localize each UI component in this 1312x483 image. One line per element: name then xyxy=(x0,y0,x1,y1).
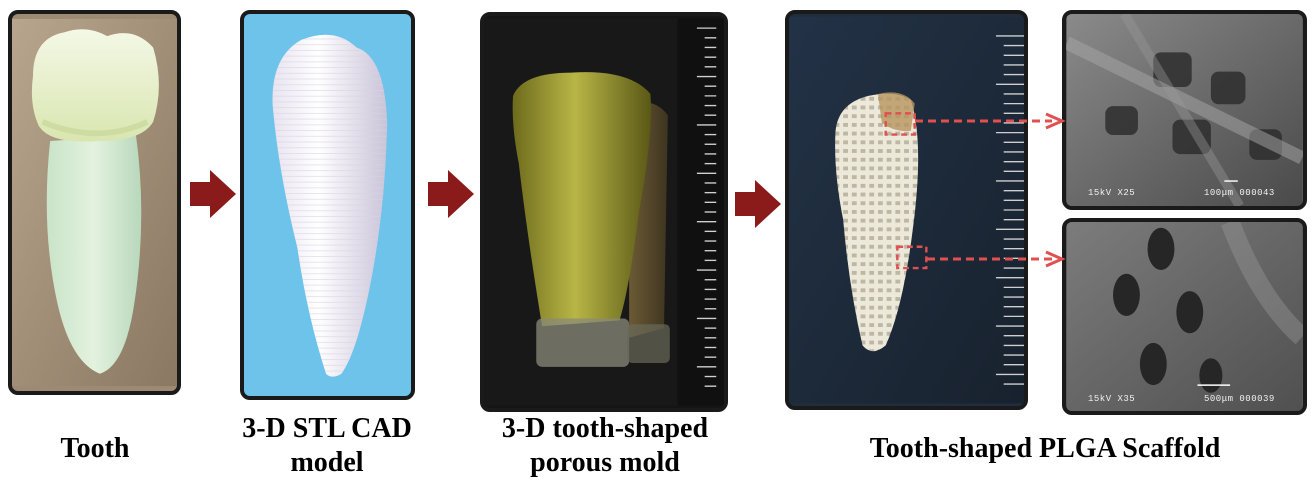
right-arrow-icon xyxy=(190,170,236,218)
sem-top-left-label: 15kV X25 xyxy=(1088,188,1135,198)
sem-bottom-left-label: 15kV X35 xyxy=(1088,394,1135,404)
sem-image-bottom: 15kV X35 500μm 000039 xyxy=(1062,218,1307,415)
right-arrow-icon xyxy=(428,170,474,218)
porous-mold-panel xyxy=(480,12,728,412)
sem-bottom-right-label: 500μm 000039 xyxy=(1204,394,1275,404)
caption-scaffold-text: Tooth-shaped PLGA Scaffold xyxy=(830,432,1260,466)
sem-image-top: 15kV X25 100μm 000043 xyxy=(1062,10,1307,210)
cad-model-image xyxy=(244,14,411,396)
scaffold-photo xyxy=(789,14,1024,406)
sem-micrograph-top xyxy=(1066,14,1303,206)
caption-cad-model: 3-D STL CAD model xyxy=(222,412,432,480)
zoom-arrowhead-top xyxy=(1046,114,1062,128)
caption-mold-line1: 3-D tooth-shaped xyxy=(470,412,740,446)
caption-porous-mold: 3-D tooth-shaped porous mold xyxy=(470,412,740,480)
scaffold-photo-panel xyxy=(785,10,1028,410)
caption-tooth: Tooth xyxy=(30,432,160,466)
caption-plga-scaffold: Tooth-shaped PLGA Scaffold xyxy=(830,432,1260,466)
caption-mold-line2: porous mold xyxy=(470,446,740,480)
zoom-arrowhead-bottom xyxy=(1046,252,1062,266)
tooth-photo-panel xyxy=(8,10,181,395)
right-arrow-icon xyxy=(735,180,781,228)
sem-top-right-label: 100μm 000043 xyxy=(1204,188,1275,198)
cad-model-panel xyxy=(240,10,415,400)
caption-tooth-text: Tooth xyxy=(30,432,160,466)
caption-cad-line1: 3-D STL CAD xyxy=(222,412,432,446)
caption-cad-line2: model xyxy=(222,446,432,480)
sem-micrograph-bottom xyxy=(1066,222,1303,411)
porous-mold-photo xyxy=(484,16,724,408)
tooth-photo xyxy=(12,14,177,391)
